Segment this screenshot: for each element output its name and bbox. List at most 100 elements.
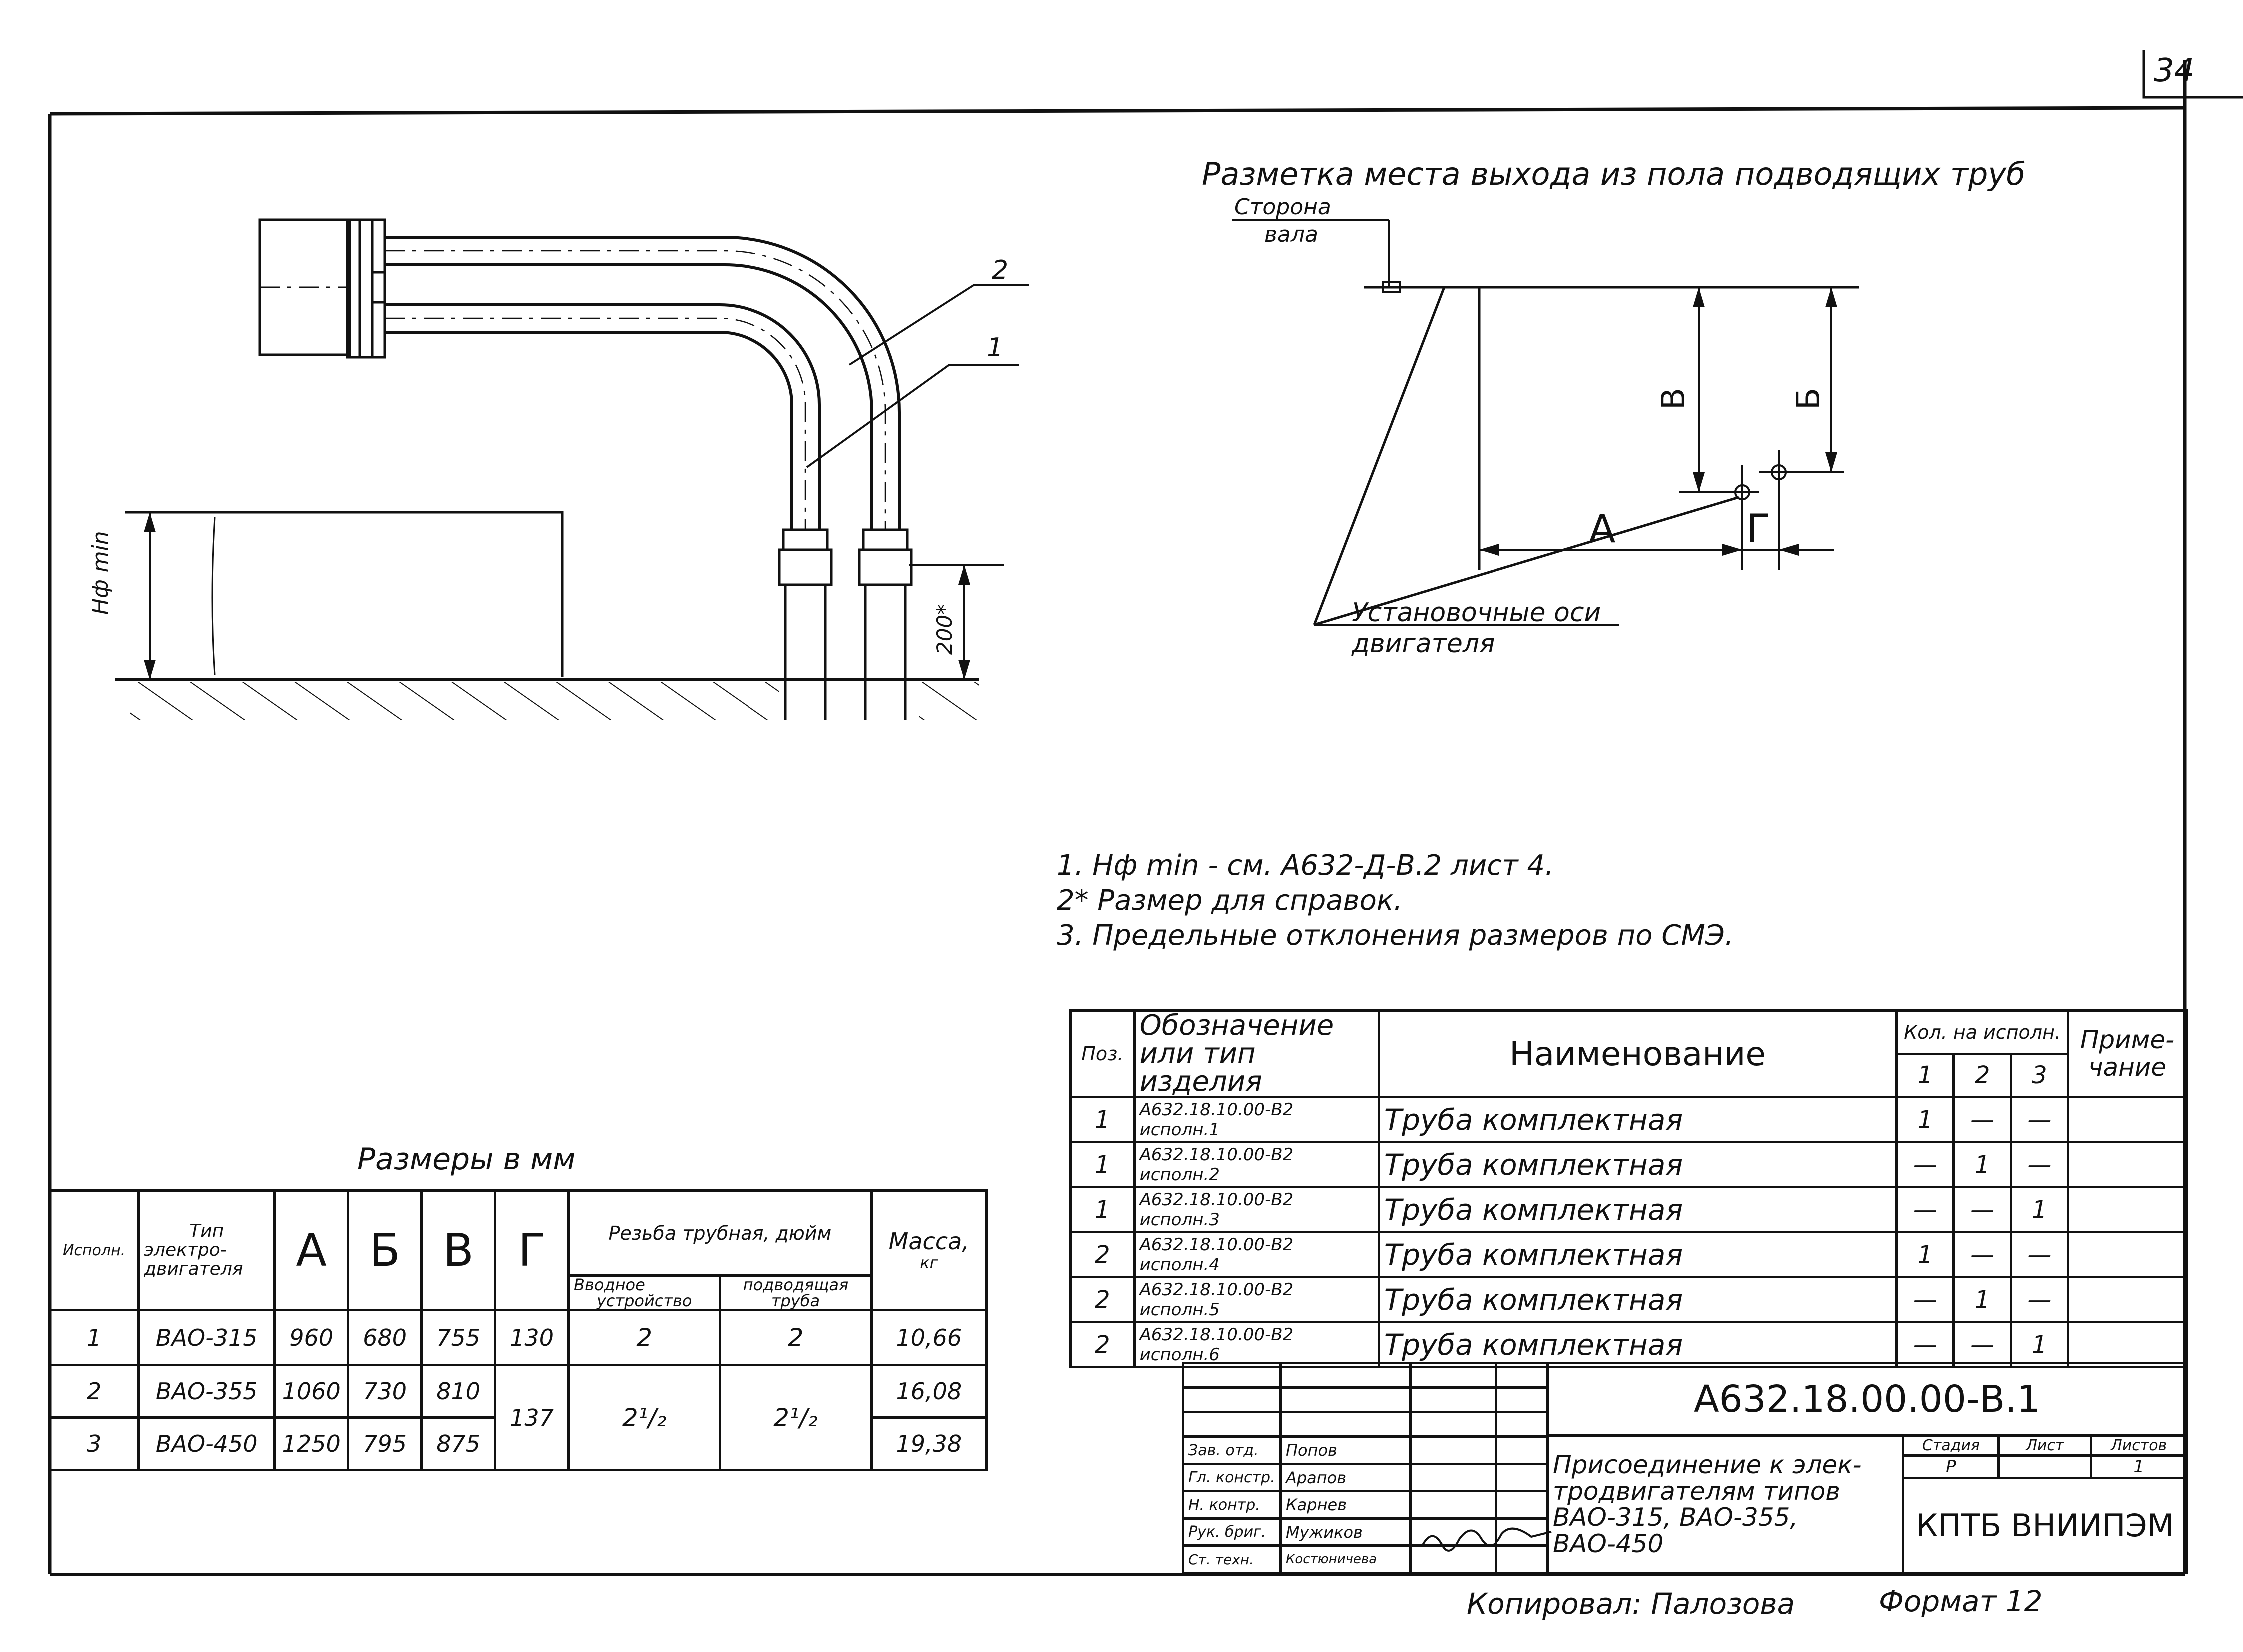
cell: А632.18.10.00-В2 исполн.5 — [1133, 1276, 1380, 1323]
col-thread: Резьба трубная, дюйм — [567, 1189, 873, 1277]
dim-g-label: Г — [1746, 507, 1770, 552]
pipe-drawing — [115, 218, 1029, 720]
name-cell: Костюничева — [1279, 1544, 1412, 1574]
col-qty-1: 1 — [1895, 1052, 1955, 1098]
cell: 960 — [273, 1309, 350, 1366]
mass-line2: кг — [920, 1253, 938, 1272]
cell: 137 — [494, 1364, 570, 1471]
dimensions-table: Исполн. Тип электро- двигателя А Б В Г Р… — [48, 1189, 988, 1471]
cell: Труба комплектная — [1377, 1096, 1898, 1143]
cell — [1279, 1386, 1412, 1414]
cell: 2 — [48, 1364, 140, 1419]
inlet-line1: Вводное — [574, 1275, 645, 1294]
dim-a-label: А — [1589, 507, 1616, 552]
col-v: В — [420, 1189, 497, 1311]
cell: 795 — [347, 1416, 423, 1471]
sheets-label: Листов — [2090, 1434, 2188, 1457]
col-qty: Кол. на исполн. — [1895, 1009, 2070, 1055]
note-1: 1. Нф min - см. А632-Д-В.2 лист 4. — [1057, 849, 1554, 882]
cell: ВАО-355 — [137, 1364, 276, 1419]
col-g: Г — [494, 1189, 570, 1311]
shaft-side-line2: вала — [1264, 222, 1318, 247]
role-cell: Ст. техн. — [1182, 1544, 1282, 1574]
supply-line2: труба — [771, 1291, 820, 1310]
col-qty-2: 2 — [1952, 1052, 2012, 1098]
cell — [2067, 1231, 2188, 1278]
cell — [2067, 1321, 2188, 1368]
stage-label: Стадия — [1902, 1434, 2000, 1457]
dimensions-table-title: Размеры в мм — [357, 1142, 576, 1177]
note-line1: Приме- — [2080, 1025, 2175, 1054]
motor-axes-line1: Установочные оси — [1352, 598, 1601, 628]
spec-table: Поз. Обозначение или тип изделия Наимено… — [1069, 1009, 2188, 1368]
cell: 1 — [1952, 1141, 2012, 1188]
cell: А632.18.10.00-В2 исполн.6 — [1133, 1321, 1380, 1368]
col-motor-type: Тип электро- двигателя — [137, 1189, 276, 1311]
cell: 2¹/₂ — [719, 1364, 873, 1471]
sheet-value — [1997, 1454, 2093, 1479]
cell — [1409, 1435, 1497, 1465]
cell: 2¹/₂ — [567, 1364, 722, 1471]
name-cell: Мужиков — [1279, 1517, 1412, 1547]
designation-line2: или тип изделия — [1139, 1037, 1262, 1098]
cell: 1060 — [273, 1364, 350, 1419]
cell — [1279, 1411, 1412, 1438]
table-row: 2 ВАО-355 1060 730 810 137 2¹/₂ 2¹/₂ 16,… — [48, 1364, 988, 1471]
table-row: Гл. констр. Арапов — [1182, 1462, 1549, 1493]
cell: 755 — [420, 1309, 497, 1366]
table-row: 3 ВАО-450 1250 795 875 19,38 — [48, 1416, 988, 1471]
cell: 1 — [1069, 1096, 1136, 1143]
table-row: Рук. бриг. Мужиков — [1182, 1517, 1549, 1547]
supply-line1: подводящая — [743, 1275, 849, 1294]
table-row: 2 А632.18.10.00-В2 исполн.6 Труба компле… — [1069, 1321, 2188, 1368]
hf-min-label: Нф min — [88, 531, 113, 615]
role-cell: Н. контр. — [1182, 1490, 1282, 1520]
note-2: 2* Размер для справок. — [1057, 884, 1403, 917]
cell: 3 — [48, 1416, 140, 1471]
doc-title-line3: ВАО-315, ВАО-355, ВАО-450 — [1553, 1503, 1798, 1558]
col-pos: Поз. — [1069, 1009, 1136, 1098]
cell — [1279, 1361, 1412, 1389]
dim-200: 200* — [932, 604, 957, 655]
cell — [1409, 1411, 1497, 1438]
col-designation: Обозначение или тип изделия — [1133, 1009, 1380, 1098]
table-row: 1 А632.18.10.00-В2 исполн.1 Труба компле… — [1069, 1096, 2188, 1143]
cell — [1494, 1544, 1549, 1574]
cell: 730 — [347, 1364, 423, 1419]
cell — [1409, 1517, 1497, 1547]
cell — [2067, 1186, 2188, 1233]
cell: 2 — [719, 1309, 873, 1366]
role-cell: Гл. констр. — [1182, 1462, 1282, 1493]
col-qty-3: 3 — [2009, 1052, 2070, 1098]
cell: 1 — [1952, 1276, 2012, 1323]
copied-by: Копировал: Палозова — [1467, 1587, 1795, 1621]
marking-title: Разметка места выхода из пола подводящих… — [1202, 156, 2026, 192]
cell: 130 — [494, 1309, 570, 1366]
designation-line1: Обозначение — [1139, 1009, 1334, 1042]
cell: Труба комплектная — [1377, 1276, 1898, 1323]
cell: — — [1895, 1186, 1955, 1233]
col-name: Наименование — [1377, 1009, 1898, 1098]
cell: — — [2009, 1231, 2070, 1278]
cell — [2067, 1096, 2188, 1143]
col-b: Б — [347, 1189, 423, 1311]
doc-title: Присоединение к элек- тродвигателям типо… — [1546, 1434, 1905, 1574]
table-row: 1 А632.18.10.00-В2 исполн.2 Труба компле… — [1069, 1141, 2188, 1188]
dim-b-label: Б — [1790, 388, 1827, 410]
cell: 1 — [1069, 1141, 1136, 1188]
cell: 1250 — [273, 1416, 350, 1471]
table-row: 1 ВАО-315 960 680 755 130 2 2 10,66 — [48, 1309, 988, 1366]
cell — [1494, 1462, 1549, 1493]
cell: 1 — [1895, 1096, 1955, 1143]
cell: 19,38 — [870, 1416, 988, 1471]
cell: Труба комплектная — [1377, 1231, 1898, 1278]
col-inlet: Вводное устройство — [567, 1274, 722, 1311]
cell: 1 — [1069, 1186, 1136, 1233]
cell: 16,08 — [870, 1364, 988, 1419]
table-row: Зав. отд. Попов — [1182, 1435, 1549, 1465]
name-cell: Попов — [1279, 1435, 1412, 1465]
sheet-label: Лист — [1997, 1434, 2093, 1457]
format-label: Формат 12 — [1879, 1584, 2043, 1618]
cell: Труба комплектная — [1377, 1186, 1898, 1233]
